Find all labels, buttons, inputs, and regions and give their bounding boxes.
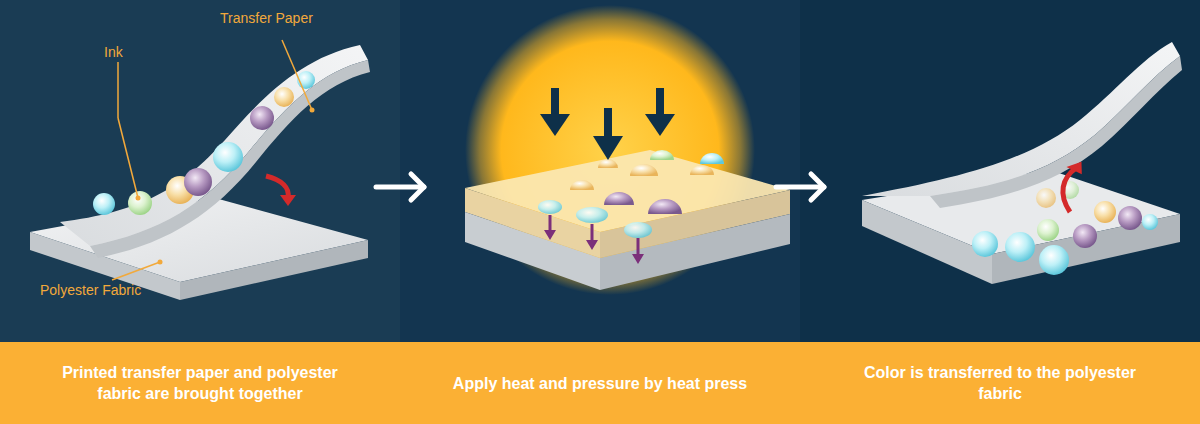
- part-label: Ink: [104, 44, 123, 60]
- process-step: Color is transferred to the polyester fa…: [830, 0, 1170, 424]
- step-caption: Printed transfer paper and polyester fab…: [40, 362, 360, 404]
- part-label: Polyester Fabric: [40, 282, 141, 298]
- process-step: Apply heat and pressure by heat press: [430, 0, 770, 424]
- step-arrow: [776, 174, 824, 200]
- part-label: Transfer Paper: [220, 10, 313, 26]
- step-caption: Color is transferred to the polyester fa…: [840, 362, 1160, 404]
- step-arrow: [376, 174, 424, 200]
- step-caption: Apply heat and pressure by heat press: [440, 373, 760, 394]
- process-step: Printed transfer paper and polyester fab…: [30, 0, 370, 424]
